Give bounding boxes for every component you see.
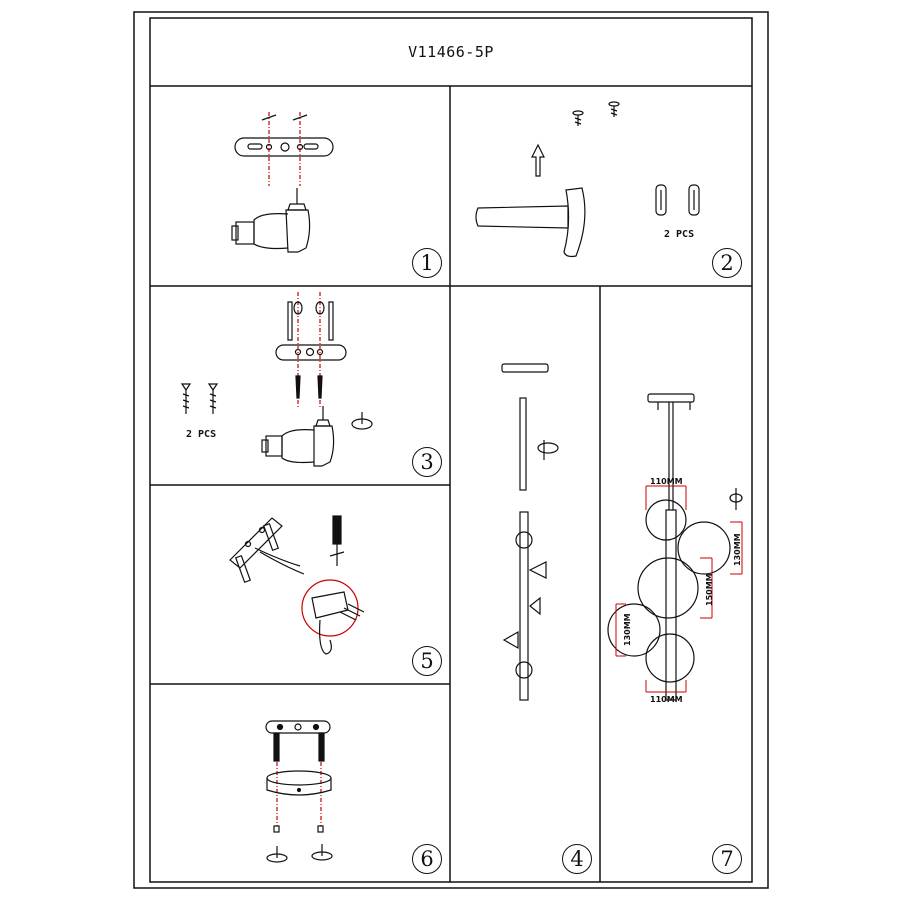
dim-center-height: 150MM — [705, 573, 714, 606]
step-number-2: 2 — [712, 248, 742, 278]
step-number-3: 3 — [412, 447, 442, 477]
step7-illustration — [607, 393, 743, 701]
step-number-4: 4 — [562, 844, 592, 874]
dim-bottom-width: 110MM — [650, 695, 683, 704]
dim-top-width: 110MM — [650, 477, 683, 486]
step3-illustration — [180, 292, 373, 467]
step-number-5: 5 — [412, 646, 442, 676]
dim-left-globe: 130MM — [623, 613, 632, 646]
dim-right-globe: 130MM — [733, 533, 742, 566]
model-title: V11466-5P — [408, 43, 494, 61]
step3-pcs-label: 2 PCS — [186, 429, 217, 440]
step-number-7: 7 — [712, 844, 742, 874]
step-number-1: 1 — [412, 248, 442, 278]
step-number-6: 6 — [412, 844, 442, 874]
step5-illustration — [229, 515, 365, 655]
step4-illustration — [501, 363, 559, 701]
step2-illustration — [475, 101, 700, 258]
step7-dimensions — [615, 485, 743, 693]
step6-illustration — [265, 720, 333, 863]
step1-illustration — [231, 112, 334, 253]
step2-pcs-label: 2 PCS — [664, 229, 695, 240]
